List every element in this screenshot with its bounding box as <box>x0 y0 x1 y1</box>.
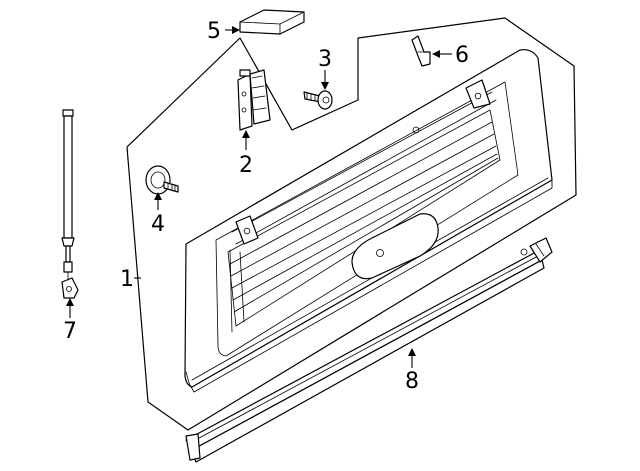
ball-stud[interactable] <box>145 165 179 195</box>
callout-6: 6 <box>455 43 469 68</box>
hinge-bolt[interactable] <box>303 90 333 110</box>
clip[interactable] <box>411 35 431 67</box>
callout-5: 5 <box>207 19 221 44</box>
weatherstrip-seal[interactable] <box>185 237 553 463</box>
liftgate-glass[interactable] <box>184 49 553 393</box>
callout-2: 2 <box>239 153 253 178</box>
assembly-boundary <box>126 17 577 431</box>
bumper-pad[interactable] <box>239 9 305 35</box>
glass-hinge[interactable] <box>237 69 271 131</box>
callout-7: 7 <box>63 319 77 344</box>
callout-3: 3 <box>318 47 332 72</box>
callout-4: 4 <box>151 212 165 237</box>
callout-8: 8 <box>405 369 419 394</box>
support-strut[interactable] <box>61 109 79 299</box>
callout-1: 1 <box>120 267 134 292</box>
